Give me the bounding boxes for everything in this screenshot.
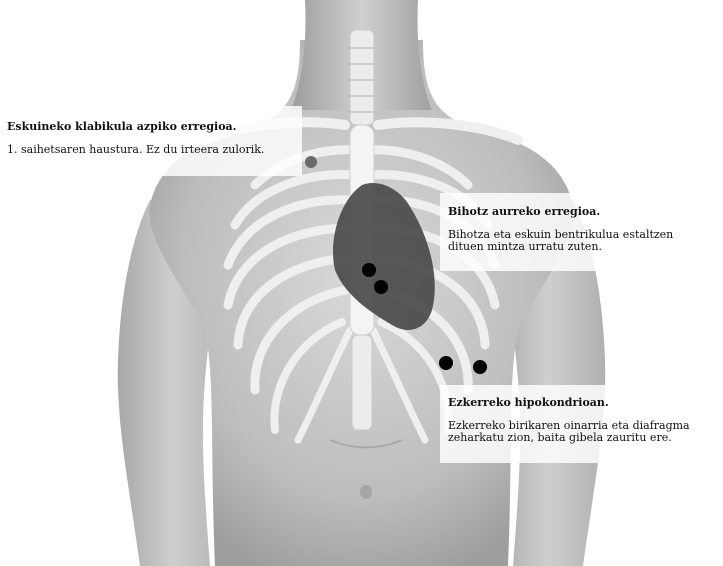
label-title: Bihotz aurreko erregioa. [448,205,723,219]
lumbar-vertebrae [352,335,372,430]
navel [360,485,372,499]
label-body-line: dituen mintza urratu zuten. [448,241,723,253]
label-body: Bihotza eta eskuin bentrikulua estaltzen… [448,229,723,253]
wound-marker [473,360,487,374]
label-body-line: zeharkatu zion, baita gibela zauritu ere… [448,432,723,444]
label-hypochondrium-region: Ezkerreko hipokondrioan. Ezkerreko birik… [440,385,723,463]
wound-marker [362,263,376,277]
wound-marker [439,356,453,370]
wound-marker [305,156,317,168]
cervical-vertebrae [350,30,374,125]
wound-marker [374,280,388,294]
label-body: Ezkerreko birikaren oinarria eta diafrag… [448,420,723,444]
label-title: Ezkerreko hipokondrioan. [448,396,723,410]
label-clavicle-region: Eskuineko klabikula azpiko erregioa. 1. … [0,106,302,176]
label-title: Eskuineko klabikula azpiko erregioa. [7,120,302,134]
label-heart-region: Bihotz aurreko erregioa. Bihotza eta esk… [440,193,723,271]
label-body: 1. saihetsaren haustura. Ez du irteera z… [7,143,302,156]
